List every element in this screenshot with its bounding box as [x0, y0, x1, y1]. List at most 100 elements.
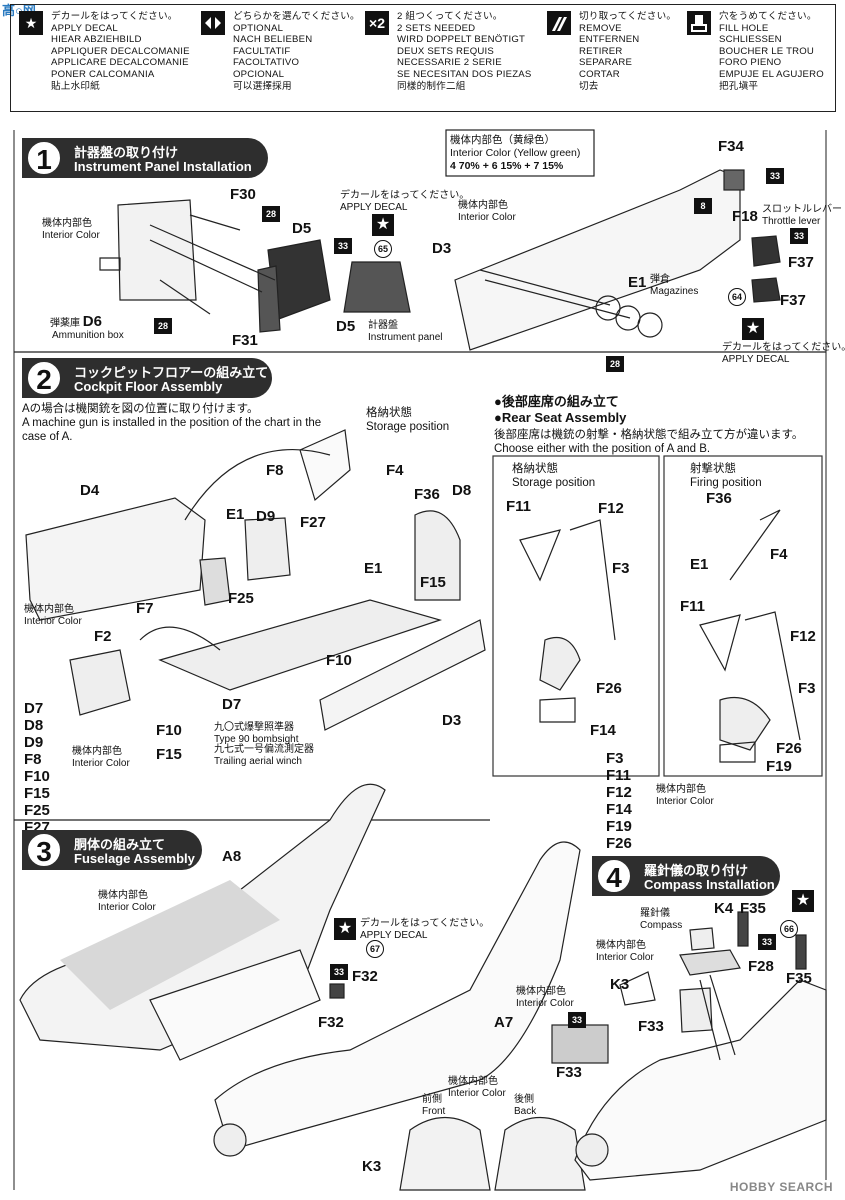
decal-number: 64: [728, 288, 746, 306]
part-D3: D3: [442, 712, 462, 729]
ammo-box-label-en: Ammunition box: [52, 330, 124, 341]
step1-title-jp: 計器盤の取り付け: [74, 145, 179, 160]
part-D8: D8: [452, 482, 472, 499]
part-F37b: F37: [780, 292, 806, 309]
color-badge: 33: [568, 1012, 586, 1028]
watermark: HOBBY SEARCH: [729, 1180, 833, 1194]
part-F15-note: F15: [156, 746, 182, 763]
step1-number: 1: [26, 140, 62, 176]
decal-instruction: デカールをはってください。APPLY DECAL: [722, 342, 845, 365]
part-D4: D4: [80, 482, 100, 499]
part-K4: K4: [714, 900, 734, 917]
step4-header: 4 羅針儀の取り付け Compass Installation: [592, 856, 780, 896]
color-badge: 33: [330, 964, 348, 980]
part-D3: D3: [432, 240, 452, 257]
step2-title-en: Cockpit Floor Assembly: [74, 379, 223, 394]
color-badge: 28: [262, 206, 280, 222]
decal-number: 67: [366, 940, 384, 958]
part-F11b: F11: [680, 598, 706, 615]
step2-number: 2: [26, 360, 62, 396]
part-F3b: F3: [798, 680, 816, 697]
part-F19: F19: [766, 758, 792, 775]
part-F4: F4: [770, 546, 788, 563]
step3-header: 3 胴体の組み立て Fuselage Assembly: [22, 830, 202, 870]
part-K3: K3: [610, 976, 630, 993]
color-badge: 8: [694, 198, 712, 214]
star-decal-icon: ★: [19, 11, 43, 35]
part-F35: F35: [740, 900, 766, 917]
step3-number: 3: [26, 832, 62, 868]
part-F12: F12: [598, 500, 624, 517]
part-E1b: E1: [364, 560, 383, 577]
part-F4: F4: [386, 462, 404, 479]
part-F18: F18: [732, 208, 758, 225]
color-mix-box: 機体内部色（黄緑色） Interior Color (Yellow green)…: [450, 134, 581, 172]
part-A7: A7: [494, 1014, 514, 1031]
step2-header: 2 コックピットフロアーの組み立て Cockpit Floor Assembly: [22, 358, 272, 398]
decal-number: 66: [780, 920, 798, 938]
color-badge: 33: [334, 238, 352, 254]
part-A8: A8: [222, 848, 242, 865]
decal-number: 65: [374, 240, 392, 258]
decal-instruction: デカールをはってください。APPLY DECAL: [340, 190, 470, 213]
part-F12b: F12: [790, 628, 816, 645]
remove-cut-icon: [547, 11, 571, 35]
color-badge: 33: [790, 228, 808, 244]
rear-seat-note: 後部座席は機銃の射撃・格納状態で組み立て方が違います。Choose either…: [494, 429, 804, 455]
part-F32b: F32: [318, 1014, 344, 1031]
fill-hole-icon: [687, 11, 711, 35]
part-F3: F3: [612, 560, 630, 577]
step2-title-jp: コックピットフロアーの組み立て: [74, 365, 269, 380]
part-F15: F15: [420, 574, 446, 591]
step3-title-en: Fuselage Assembly: [74, 851, 195, 866]
star-decal-icon: ★: [372, 214, 394, 236]
rear-seat-title: ●後部座席の組み立て●Rear Seat Assembly: [494, 394, 627, 425]
part-F34: F34: [718, 138, 744, 155]
step1-header: 1 計器盤の取り付け Instrument Panel Installation: [22, 138, 268, 178]
part-F36: F36: [414, 486, 440, 503]
part-F28: F28: [748, 958, 774, 975]
part-E1: E1: [628, 274, 647, 291]
part-E1: E1: [226, 506, 245, 523]
make-two-icon: ×2: [365, 11, 389, 35]
part-F8: F8: [266, 462, 284, 479]
part-F31: F31: [232, 332, 258, 349]
star-decal-icon: ★: [742, 318, 764, 340]
part-F33b: F33: [556, 1064, 582, 1081]
step2-note: Aの場合は機関銃を図の位置に取り付けます。 A machine gun is i…: [22, 403, 322, 443]
color-badge: 33: [758, 934, 776, 950]
part-F26: F26: [596, 680, 622, 697]
part-F7: F7: [136, 600, 154, 617]
part-F25: F25: [228, 590, 254, 607]
part-D5: D5: [292, 220, 312, 237]
part-F33: F33: [638, 1018, 664, 1035]
color-badge: 28: [606, 356, 624, 372]
star-decal-icon: ★: [792, 890, 814, 912]
step1-title-en: Instrument Panel Installation: [74, 159, 252, 174]
